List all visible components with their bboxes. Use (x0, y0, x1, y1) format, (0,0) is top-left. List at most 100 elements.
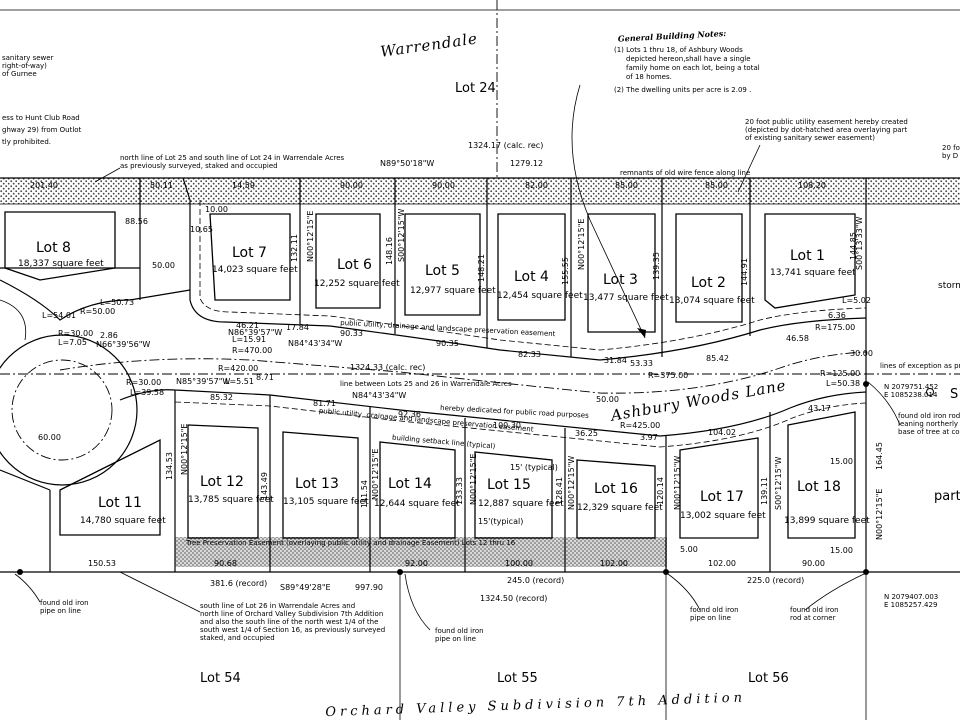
side-12: 120.14 (656, 477, 665, 505)
lot-17-area: 13,002 square feet (680, 511, 766, 521)
misc-12: 88.56 (125, 217, 148, 226)
curve-14: L=5.02 (842, 296, 871, 305)
dim-top-9: 108.20 (798, 181, 826, 190)
dim-sr-4: 100.30 (493, 421, 521, 430)
bearing-s-5: N00°12'15"E (180, 424, 189, 475)
east-bearing: N00°12'15"E (875, 489, 884, 540)
edge-storm: storm (938, 281, 960, 291)
lot-3-area: 13,477 square feet (583, 293, 669, 303)
misc-5: 15' (typical) (510, 463, 558, 472)
dim-sr-1: 85.32 (210, 393, 233, 402)
exception-note: lines of exception as pre (880, 362, 960, 370)
record-3: 225.0 (record) (747, 576, 804, 585)
north-calc: 1324.17 (calc. rec) (468, 141, 543, 150)
dim-top-1: 201.40 (30, 181, 58, 190)
building-pad-lot-12 (187, 424, 259, 539)
side-10: 133.33 (455, 477, 464, 505)
general-notes-line-4: of 18 homes. (626, 73, 672, 81)
bearing-s-6: N00°12'15"E (371, 449, 380, 500)
bearing-s-8: N00°12'15"W (567, 456, 576, 510)
iron-pipe-note-3b: pipe on line (690, 614, 731, 622)
dim-sr-6: 3.97 (640, 433, 658, 442)
lot-4-area: 12,454 square feet (497, 291, 583, 301)
lot-8-curve (0, 299, 27, 341)
general-notes: General Building Notes: (1) Lots 1 thru … (614, 28, 760, 94)
lotline-a (182, 177, 191, 201)
building-pad-lot-17 (679, 437, 759, 539)
street-name: Ashbury Woods Lane (608, 376, 788, 425)
notes-leader-arrow (571, 84, 646, 339)
dim-sr-5: 36.25 (575, 429, 598, 438)
curve-4: R=30.00 (58, 329, 93, 338)
lot-13-label: Lot 13 (295, 476, 339, 492)
lot-11-area: 14,780 square feet (80, 516, 166, 526)
bearing-s-2: S00°12'15"W (397, 209, 406, 262)
north-dist: 1279.12 (510, 159, 543, 168)
lot-15-label: Lot 15 (487, 477, 531, 493)
dim-nr-1: 46.21 (236, 321, 259, 330)
north-line-leader (94, 167, 121, 183)
pipe-leader-3 (667, 573, 701, 611)
curve-15: R=420.00 (218, 364, 258, 373)
curve-5: L=7.05 (58, 338, 87, 347)
misc-7: 50.00 (596, 395, 619, 404)
misc-8: 60.00 (38, 433, 61, 442)
lot-8-area: 18,337 square feet (18, 259, 104, 269)
lot-18-area: 13,899 square feet (784, 516, 870, 526)
lot-14-label: Lot 14 (388, 476, 432, 492)
edge-by-d: by D (942, 152, 958, 160)
building-pad-lot-2 (675, 213, 743, 323)
road-south-easement (174, 401, 867, 448)
lot-3-label: Lot 3 (603, 272, 638, 288)
dim-top-3: 14.59 (232, 181, 255, 190)
side-6: 144.91 (740, 258, 749, 286)
curve-19: N84°43'34"W (352, 391, 406, 400)
access-note-1: ess to Hunt Club Road (2, 114, 80, 122)
lot-11-label: Lot 11 (98, 495, 142, 511)
building-pad-lot-14 (379, 441, 456, 539)
south-line-note-1: south line of Lot 26 in Warrendale Acres… (200, 602, 355, 610)
top-left-note-3: of Gurnee (2, 70, 37, 78)
south-line-note-4: south west 1/4 of Section 16, as previou… (200, 626, 385, 634)
dim-top-5: 90.00 (432, 181, 455, 190)
south-bearing: S89°49'28"E (280, 583, 331, 592)
road-north-easement (199, 200, 867, 351)
orchard-valley-label: Orchard Valley Subdivision 7th Addition (325, 690, 746, 720)
bearing-s-4: S00°13'33"W (855, 217, 864, 270)
misc-10: 15.00 (830, 546, 853, 555)
tree-preservation-hatch (175, 537, 667, 567)
access-note-3: tly prohibited. (2, 138, 51, 146)
side-13: 139.11 (760, 477, 769, 505)
curve-1: R=50.00 (80, 307, 115, 316)
lot-12-label: Lot 12 (200, 474, 244, 490)
dim-bottom-5: 102.00 (600, 559, 628, 568)
south-line-note-2: north line of Orchard Valley Subdivision… (200, 610, 383, 618)
easement-note-2: (depicted by dot-hatched area overlaying… (745, 126, 907, 134)
dim-nr-6: 31.84 (604, 356, 627, 365)
building-pad-lot-8 (4, 211, 116, 281)
setback-note: building setback line (typical) (392, 434, 496, 451)
road-north-line (189, 200, 867, 361)
dim-bottom-4: 100.00 (505, 559, 533, 568)
lot-11-line (0, 469, 51, 491)
curve-8: L=15.91 (232, 335, 266, 344)
curve-23: R=30.00 (126, 378, 161, 387)
building-pad-lot-7 (209, 213, 291, 301)
iron-rod-lean-c: base of tree at corner (898, 428, 960, 436)
dim-top-8: 85.00 (705, 181, 728, 190)
lot-54-label: Lot 54 (200, 671, 241, 686)
east-dist: 164.45 (875, 442, 884, 470)
coord-ne-e: E 1085238.014 (884, 391, 938, 399)
curve-10: N86°39'57"W (228, 328, 282, 337)
lot-5-label: Lot 5 (425, 263, 460, 279)
cul-de-sac-curve (0, 279, 191, 321)
side-2: 148.16 (385, 237, 394, 265)
south-dist: 997.90 (355, 583, 383, 592)
pipe-leader-2 (404, 573, 431, 631)
lot-2-area: 13,074 square feet (669, 296, 755, 306)
curve-12: R=375.00 (648, 371, 688, 380)
lot-6-label: Lot 6 (337, 257, 372, 273)
building-pad-lot-1 (764, 213, 856, 309)
tree-preservation-note: Tree Preservation Easement (overlaying p… (185, 539, 516, 547)
